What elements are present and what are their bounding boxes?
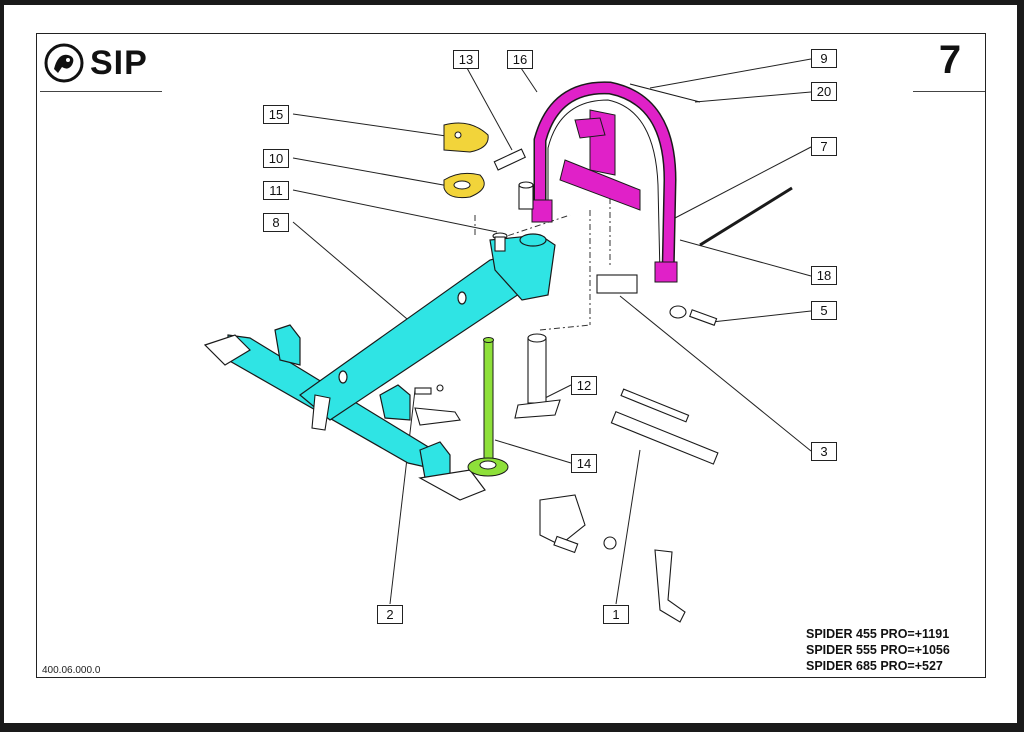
callout-5: 5: [811, 301, 837, 320]
model-note: SPIDER 685 PRO=+527: [806, 659, 943, 673]
drawing-id: 400.06.000.0: [42, 665, 101, 676]
callout-3: 3: [811, 442, 837, 461]
callout-2: 2: [377, 605, 403, 624]
callout-11: 11: [263, 181, 289, 200]
logo-rule: [40, 91, 162, 92]
callout-9: 9: [811, 49, 837, 68]
callout-15: 15: [263, 105, 289, 124]
callout-7: 7: [811, 137, 837, 156]
shaft-part-14: [467, 337, 509, 477]
callout-10: 10: [263, 149, 289, 168]
callout-1: 1: [603, 605, 629, 624]
model-note: SPIDER 555 PRO=+1056: [806, 643, 950, 657]
callout-14: 14: [571, 454, 597, 473]
cover-part-15: [443, 122, 489, 199]
sip-emblem-icon: [44, 43, 84, 83]
leader-lines: [292, 58, 812, 605]
assembly-centerlines: [474, 198, 611, 331]
parts-sheet: [4, 5, 1017, 723]
sip-logo: SIP: [44, 43, 148, 83]
page-number-rule: [913, 91, 985, 92]
logo-text: SIP: [90, 43, 148, 82]
callout-18: 18: [811, 266, 837, 285]
callout-13: 13: [453, 50, 479, 69]
callout-20: 20: [811, 82, 837, 101]
callout-12: 12: [571, 376, 597, 395]
callout-16: 16: [507, 50, 533, 69]
model-notes: SPIDER 455 PRO=+1191 SPIDER 555 PRO=+105…: [806, 626, 950, 674]
hoop-part-7: [531, 81, 678, 283]
drawing-frame: [36, 33, 986, 678]
callout-8: 8: [263, 213, 289, 232]
hardware-parts: [311, 83, 793, 623]
model-note: SPIDER 455 PRO=+1191: [806, 627, 950, 641]
page-number: 7: [938, 38, 962, 82]
